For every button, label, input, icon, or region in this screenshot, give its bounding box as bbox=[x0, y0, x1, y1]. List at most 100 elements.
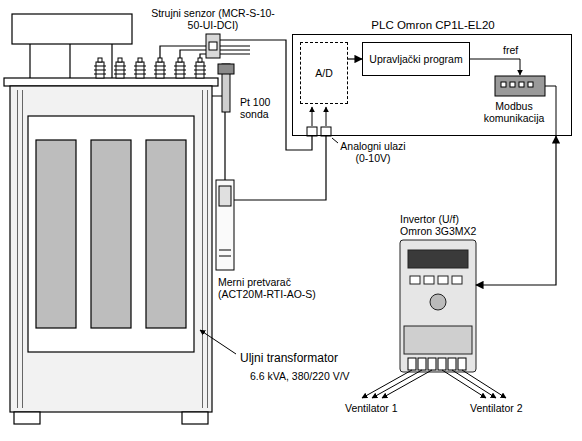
bushing bbox=[94, 58, 206, 78]
fan-label: Ventilator 1 bbox=[345, 402, 398, 414]
transformer-tank bbox=[10, 86, 212, 412]
transformer-tank bbox=[4, 78, 218, 424]
bushing bbox=[114, 66, 126, 67]
fan-wire bbox=[362, 370, 412, 398]
transformer-tank bbox=[199, 90, 209, 408]
bushing bbox=[134, 74, 146, 75]
fan-wire bbox=[372, 370, 422, 398]
conservator bbox=[111, 44, 112, 78]
inverter-body bbox=[400, 240, 476, 372]
fan-wire bbox=[442, 370, 486, 398]
transformer-tank bbox=[182, 412, 208, 424]
measuring-converter: Merni pretvarač (ACT20M-RTI-AO-S) bbox=[216, 180, 234, 270]
signal-label: fref bbox=[503, 44, 518, 56]
bushing bbox=[94, 74, 106, 75]
current-sensor-body bbox=[206, 34, 220, 58]
inverter-terminal bbox=[458, 358, 466, 370]
fan-wire bbox=[462, 370, 506, 398]
node-label: Uljni transformator bbox=[240, 352, 338, 366]
measuring-converter-body bbox=[219, 256, 231, 257]
inverter-terminal bbox=[408, 358, 466, 370]
bushing bbox=[154, 74, 166, 75]
bushing bbox=[94, 70, 106, 71]
inverter-body bbox=[430, 294, 446, 310]
bushing bbox=[118, 58, 122, 62]
fan-wire bbox=[452, 370, 496, 398]
bushing bbox=[114, 74, 126, 75]
inverter-body bbox=[452, 276, 462, 284]
pt100-probe: Pt 100 sonda bbox=[218, 64, 234, 112]
fan-label: Ventilator 2 bbox=[470, 402, 523, 414]
pt100-probe-body bbox=[218, 64, 234, 74]
ad-converter: A/D bbox=[300, 42, 348, 104]
measuring-converter-body bbox=[219, 186, 231, 206]
current-sensor: Strujni senzor (MCR-S-10-50-UI-DCI) bbox=[206, 34, 220, 58]
inverter-body bbox=[400, 240, 476, 372]
plc-detail bbox=[528, 82, 533, 87]
inverter-terminal bbox=[448, 358, 456, 370]
bushing bbox=[158, 58, 162, 62]
node-note: 6.6 kVA, 380/220 V/V bbox=[250, 370, 350, 382]
leader-line bbox=[200, 138, 338, 354]
bushing bbox=[194, 70, 206, 71]
bushing bbox=[154, 70, 166, 71]
current-sensor-body bbox=[206, 34, 220, 58]
plc-detail bbox=[321, 127, 331, 136]
conservator bbox=[29, 44, 30, 78]
bushing bbox=[194, 66, 206, 67]
node-label: Pt 100 sonda bbox=[240, 96, 280, 120]
power-cable bbox=[160, 46, 250, 58]
inverter-terminal bbox=[438, 358, 446, 370]
plc-detail bbox=[307, 127, 317, 136]
bushing bbox=[98, 58, 102, 62]
transformer-tank bbox=[13, 90, 23, 408]
control-program: Upravljački program bbox=[362, 42, 470, 76]
power-cable bbox=[160, 46, 250, 58]
inverter-body bbox=[404, 326, 472, 354]
node-label: PLC Omron CP1L-EL20 bbox=[293, 19, 573, 32]
plc-detail bbox=[326, 107, 327, 126]
inverter: Invertor (U/f) Omron 3G3MX2 bbox=[400, 240, 476, 372]
bushing bbox=[198, 58, 202, 62]
inverter-body bbox=[424, 276, 434, 284]
fan-wire bbox=[362, 370, 506, 398]
plc-detail bbox=[495, 76, 545, 96]
bushing bbox=[154, 66, 166, 67]
plc-detail bbox=[312, 107, 313, 126]
node-label: A/D bbox=[315, 67, 333, 79]
inverter-terminal bbox=[408, 358, 416, 370]
node-label: Strujni senzor (MCR-S-10-50-UI-DCI) bbox=[148, 7, 278, 31]
transformer-tank bbox=[146, 140, 186, 328]
transformer-tank bbox=[28, 116, 194, 352]
signal-wire bbox=[234, 136, 326, 200]
inverter-terminal bbox=[428, 358, 436, 370]
inverter-body bbox=[410, 276, 420, 284]
interface-label: Modbus komunikacija bbox=[478, 100, 550, 124]
node-label: Upravljački program bbox=[369, 53, 462, 65]
pt100-probe-body bbox=[212, 64, 234, 112]
measuring-converter-body bbox=[219, 250, 231, 251]
bushing bbox=[114, 70, 126, 71]
pt100-probe-body bbox=[212, 96, 222, 97]
transformer-tank bbox=[36, 140, 76, 328]
measuring-converter-body bbox=[216, 180, 234, 270]
signal-wire bbox=[224, 112, 225, 180]
current-sensor-body bbox=[209, 42, 217, 50]
plc-detail bbox=[501, 82, 506, 87]
node-label: Invertor (U/f) Omron 3G3MX2 bbox=[400, 213, 486, 237]
inverter-terminal bbox=[418, 358, 426, 370]
conservator bbox=[12, 14, 132, 78]
bushing bbox=[138, 58, 142, 62]
bushing bbox=[134, 70, 146, 71]
transformer-tank bbox=[14, 412, 40, 424]
signal-wire bbox=[348, 58, 362, 59]
conservator bbox=[69, 44, 70, 78]
leader-line bbox=[200, 330, 236, 354]
inverter-body bbox=[438, 276, 448, 284]
conservator bbox=[12, 14, 132, 44]
bushing bbox=[174, 74, 186, 75]
plc-detail bbox=[545, 86, 556, 136]
inverter-body bbox=[408, 250, 468, 268]
